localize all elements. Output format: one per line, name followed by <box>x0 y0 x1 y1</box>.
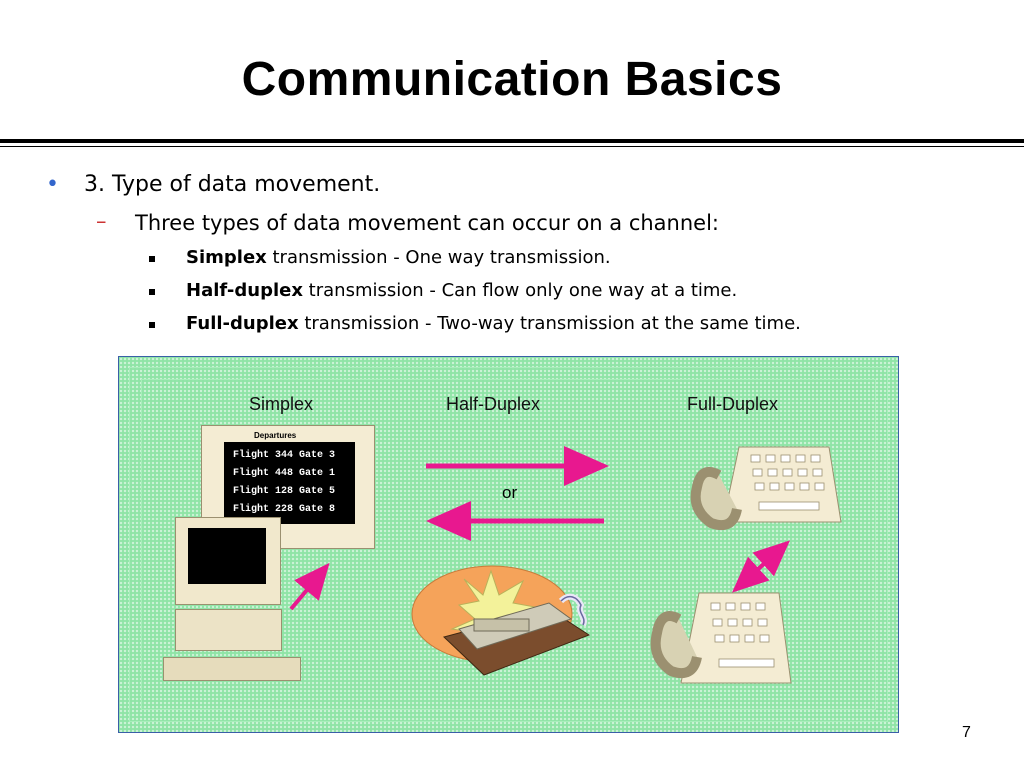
label-or: or <box>502 483 518 502</box>
bullet-simplex-text: Simplex transmission - One way transmiss… <box>186 247 611 268</box>
walkie-talkie-radio-icon <box>411 565 591 676</box>
bullet-full-duplex-text: Full-duplex transmission - Two-way trans… <box>186 313 801 334</box>
label-simplex: Simplex <box>249 394 314 414</box>
full-duplex-arrow-icon <box>732 540 790 593</box>
departure-line: Flight 228 Gate 8 <box>233 504 336 515</box>
label-full-duplex: Full-Duplex <box>687 394 779 414</box>
departure-board: Departures Flight 344 Gate 3 Flight 448 … <box>224 431 355 524</box>
label-half-duplex: Half-Duplex <box>446 394 541 414</box>
page-number: 7 <box>962 724 971 741</box>
half-duplex-arrows-icon <box>426 446 609 541</box>
bullet-level1-text: 3. Type of data movement. <box>84 172 381 197</box>
title-rule-thin <box>0 146 1024 147</box>
transmission-figure: Simplex Half-Duplex Full-Duplex Departur… <box>118 356 899 733</box>
keyboard-icon <box>163 657 301 681</box>
square-bullet-icon <box>149 289 155 295</box>
computer-monitor-icon <box>175 517 281 605</box>
simplex-arrow-icon <box>289 562 330 611</box>
bullet-level2-text: Three types of data movement can occur o… <box>135 211 720 235</box>
figure-frame-outer <box>129 367 888 722</box>
departure-line: Flight 448 Gate 1 <box>233 468 336 479</box>
departure-line: Flight 128 Gate 5 <box>233 486 336 497</box>
desc-half-duplex: transmission - Can flow only one way at … <box>302 280 738 301</box>
departure-line: Flight 344 Gate 3 <box>233 450 336 461</box>
term-half-duplex: Half-duplex <box>186 280 303 301</box>
telephone-icon-top <box>690 446 842 531</box>
slide-title: Communication Basics <box>241 53 783 106</box>
title-rule-thick <box>0 139 1024 143</box>
desc-simplex: transmission - One way transmission. <box>266 247 611 268</box>
figure-graphics <box>289 446 842 684</box>
dash-bullet-icon: – <box>96 209 107 233</box>
telephone-icon-bottom <box>650 592 792 684</box>
square-bullet-icon <box>149 256 155 262</box>
figure-frame-inner <box>141 379 876 710</box>
computer-base-icon <box>175 609 282 651</box>
square-bullet-icon <box>149 322 155 328</box>
term-full-duplex: Full-duplex <box>186 313 299 334</box>
round-bullet-icon: • <box>46 172 59 197</box>
departure-board-header: Departures <box>254 431 297 440</box>
computer-screen <box>188 528 266 584</box>
term-simplex: Simplex <box>186 247 267 268</box>
desc-full-duplex: transmission - Two-way transmission at t… <box>298 313 801 334</box>
bullet-half-duplex-text: Half-duplex transmission - Can flow only… <box>186 280 737 301</box>
